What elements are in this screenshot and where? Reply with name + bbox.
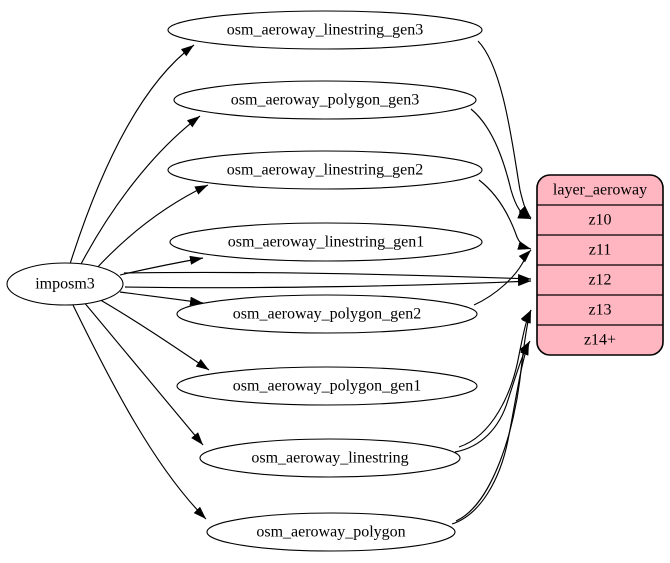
layer-row-z11: z11 bbox=[589, 242, 612, 259]
table-ellipse bbox=[206, 512, 456, 552]
node-osm_aeroway_polygon_gen1: osm_aeroway_polygon_gen1 bbox=[176, 366, 478, 406]
edge-osm_aeroway_polygon_gen3-z10 bbox=[470, 108, 532, 220]
edges-from-source bbox=[69, 44, 210, 520]
imposm3-ellipse bbox=[6, 262, 124, 306]
edge-imposm3-osm_aeroway_linestring_gen2 bbox=[94, 184, 209, 271]
table-label: osm_aeroway_linestring_gen3 bbox=[227, 22, 423, 39]
table-ellipse bbox=[199, 438, 461, 478]
layer-table-header: layer_aeroway bbox=[553, 182, 647, 199]
layer-table: layer_aeroway z10 z11 z12 z13 z14+ bbox=[536, 174, 664, 356]
node-osm_aeroway_polygon_gen3: osm_aeroway_polygon_gen3 bbox=[173, 80, 477, 120]
node-osm_aeroway_linestring: osm_aeroway_linestring bbox=[199, 438, 461, 478]
edge-osm_aeroway_linestring_gen3-z10 bbox=[477, 40, 532, 219]
edge-osm_aeroway_polygon-z14 bbox=[451, 341, 530, 525]
node-osm_aeroway_linestring_gen3: osm_aeroway_linestring_gen3 bbox=[167, 10, 483, 50]
edge-imposm3-osm_aeroway_polygon_gen3 bbox=[79, 115, 201, 267]
table-label: osm_aeroway_polygon_gen2 bbox=[233, 306, 421, 323]
node-osm_aeroway_linestring_gen2: osm_aeroway_linestring_gen2 bbox=[167, 150, 483, 190]
table-ellipse bbox=[176, 294, 478, 334]
edge-osm_aeroway_linestring_gen1-z12 bbox=[123, 271, 532, 284]
table-ellipse bbox=[167, 150, 483, 190]
table-label: osm_aeroway_linestring bbox=[251, 450, 408, 467]
node-osm_aeroway_polygon_gen2: osm_aeroway_polygon_gen2 bbox=[176, 294, 478, 334]
edge-osm_aeroway_polygon_gen1-z12 bbox=[124, 277, 532, 289]
edge-imposm3-osm_aeroway_polygon_gen1 bbox=[96, 297, 210, 371]
table-ellipse bbox=[176, 366, 478, 406]
layer-row-z14plus: z14+ bbox=[584, 332, 616, 349]
edge-imposm3-osm_aeroway_polygon_gen2 bbox=[119, 291, 204, 306]
edge-osm_aeroway_polygon-z13 bbox=[455, 309, 532, 522]
edge-imposm3-osm_aeroway_polygon bbox=[71, 302, 207, 520]
layer-row-z13: z13 bbox=[588, 302, 611, 319]
node-osm_aeroway_polygon: osm_aeroway_polygon bbox=[206, 512, 456, 552]
table-label: osm_aeroway_polygon_gen3 bbox=[231, 92, 419, 109]
node-osm_aeroway_linestring_gen1: osm_aeroway_linestring_gen1 bbox=[169, 222, 483, 262]
layer-row-z12: z12 bbox=[588, 272, 611, 289]
edges-to-layer bbox=[123, 40, 532, 525]
edge-osm_aeroway_linestring_gen2-z11 bbox=[478, 179, 532, 250]
table-label: osm_aeroway_polygon_gen1 bbox=[233, 378, 421, 395]
imposm3-label: imposm3 bbox=[35, 276, 95, 293]
node-imposm3: imposm3 bbox=[6, 262, 124, 306]
table-ellipse bbox=[167, 10, 483, 50]
edge-imposm3-osm_aeroway_linestring_gen3 bbox=[69, 44, 195, 265]
edge-imposm3-osm_aeroway_linestring bbox=[82, 300, 204, 446]
table-label: osm_aeroway_linestring_gen1 bbox=[228, 234, 424, 251]
table-ellipse bbox=[169, 222, 483, 262]
edge-osm_aeroway_polygon_gen2-z11 bbox=[473, 249, 532, 306]
table-ellipse bbox=[173, 80, 477, 120]
table-label: osm_aeroway_polygon bbox=[256, 524, 405, 541]
table-label: osm_aeroway_linestring_gen2 bbox=[227, 162, 423, 179]
layer-row-z10: z10 bbox=[588, 212, 611, 229]
